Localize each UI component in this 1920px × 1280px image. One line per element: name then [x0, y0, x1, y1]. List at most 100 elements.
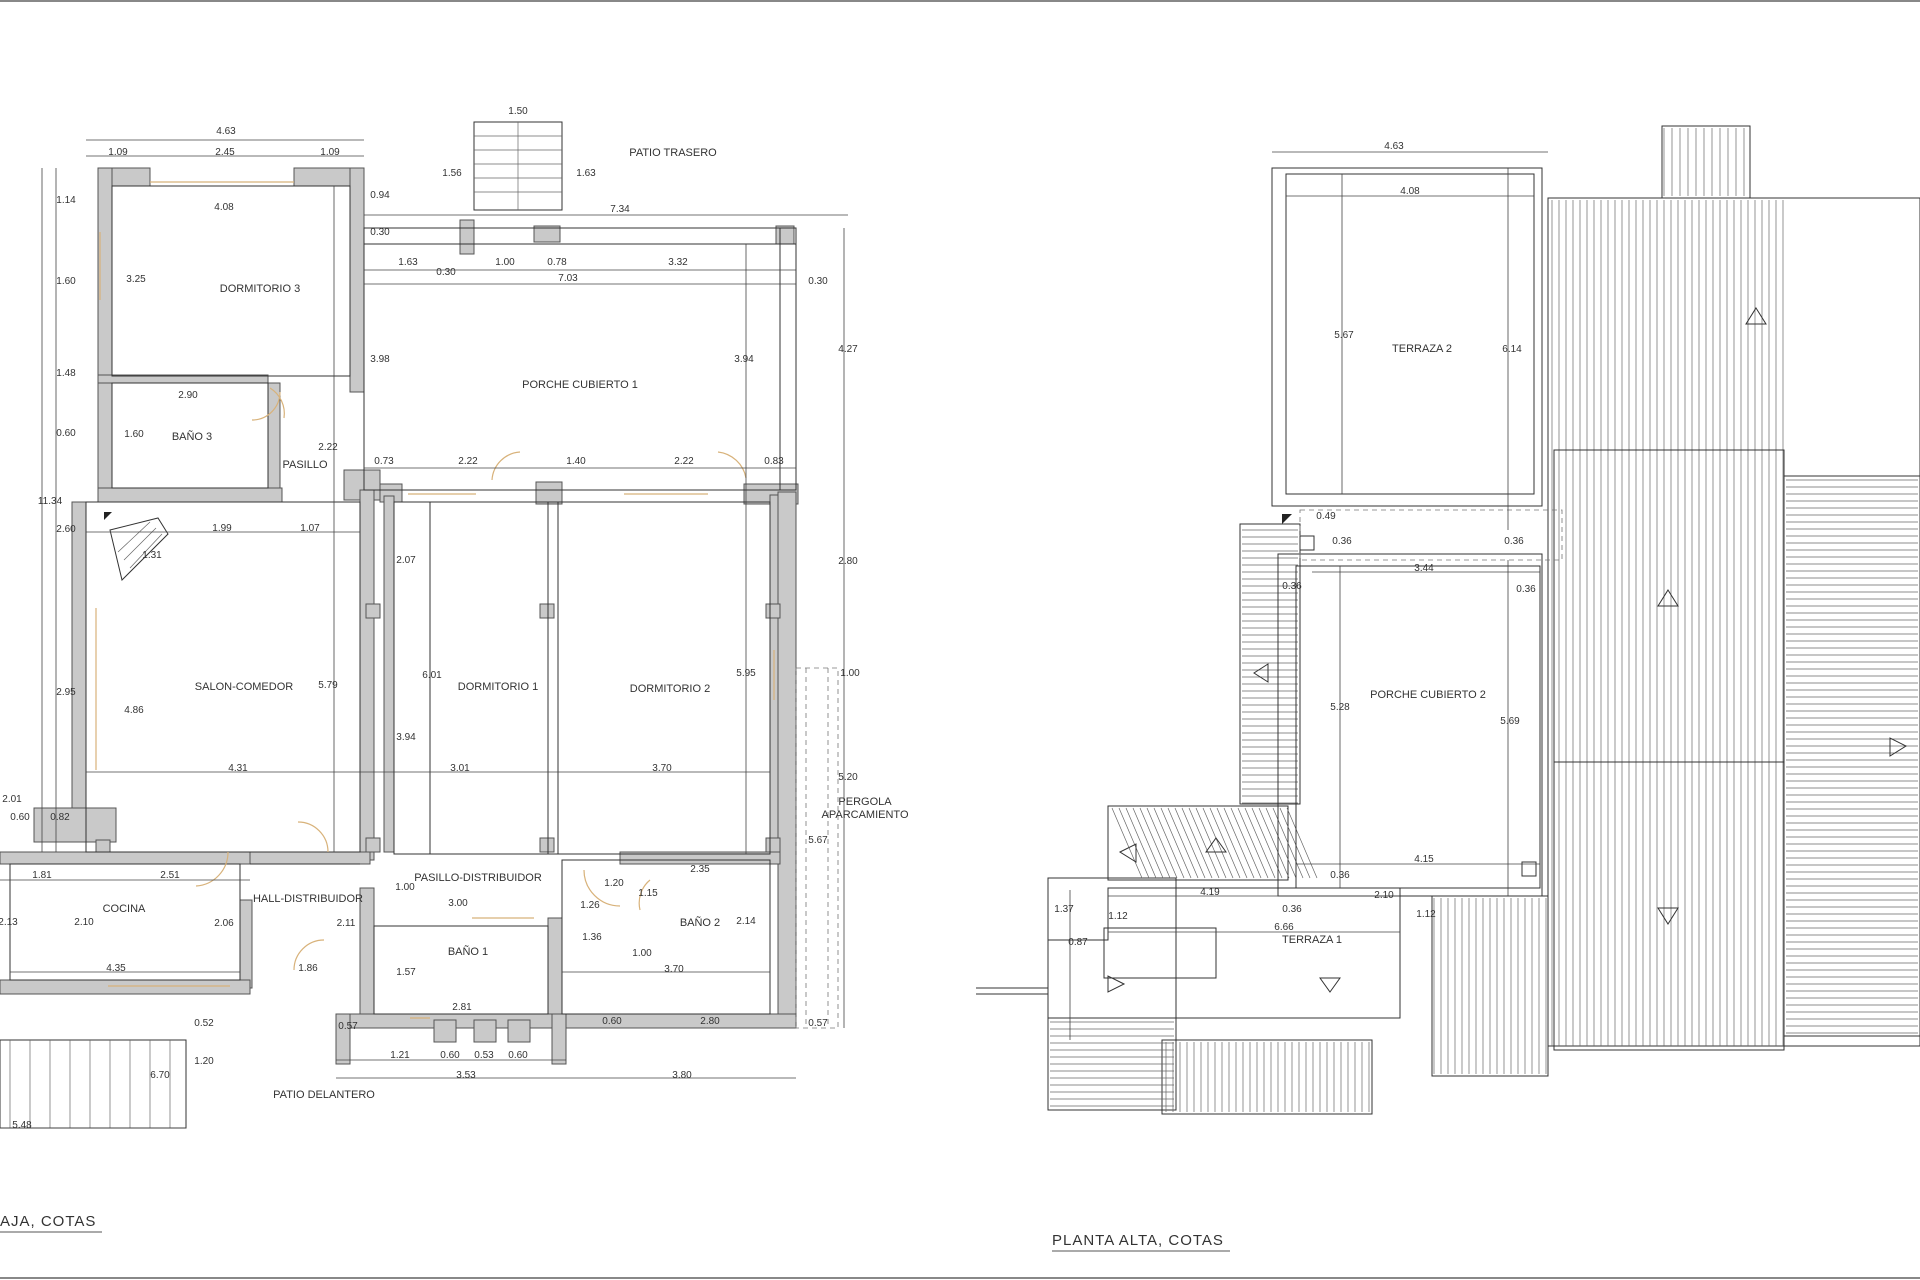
- room-label: DORMITORIO 1: [458, 681, 538, 693]
- dimension-label: 4.15: [1414, 854, 1434, 865]
- dimension-label: 6.70: [150, 1070, 170, 1081]
- dimension-label: 1.37: [1054, 904, 1074, 915]
- dimension-label: 1.15: [638, 888, 658, 899]
- dimension-label: 1.60: [56, 276, 76, 287]
- dimension-label: 0.57: [338, 1021, 358, 1032]
- upper-arrows: [1107, 307, 1908, 993]
- room-label: PATIO DELANTERO: [273, 1089, 375, 1101]
- dimension-label: 0.60: [508, 1050, 528, 1061]
- dimension-label: 4.63: [216, 126, 236, 137]
- dimension-label: 2.10: [1374, 890, 1394, 901]
- dimension-label: 0.60: [10, 812, 30, 823]
- dimension-label: 2.22: [674, 456, 694, 467]
- dimension-label: 1.99: [212, 523, 232, 534]
- dimension-label: 1.60: [124, 429, 144, 440]
- dimension-label: 2.45: [215, 147, 235, 158]
- dimension-label: 2.22: [318, 442, 338, 453]
- room-label: SALON-COMEDOR: [195, 681, 293, 693]
- dimension-label: 7.34: [610, 204, 630, 215]
- dimension-label: 4.08: [214, 202, 234, 213]
- room-label: TERRAZA 2: [1392, 343, 1452, 355]
- dimension-label: 5.67: [1334, 330, 1354, 341]
- dimension-label: 3.94: [734, 354, 754, 365]
- ground-thin-lines: [0, 121, 839, 1129]
- room-label: BAÑO 2: [680, 916, 720, 929]
- dimension-label: 3.70: [664, 964, 684, 975]
- dimension-label: 0.36: [1282, 581, 1302, 592]
- dimension-label: 0.30: [370, 227, 390, 238]
- dimension-label: 2.06: [214, 918, 234, 929]
- dimension-label: 2.01: [2, 794, 22, 805]
- dimension-label: 2.13: [0, 917, 18, 928]
- dimension-label: 1.81: [32, 870, 52, 881]
- dimension-label: 2.14: [736, 916, 756, 927]
- dimension-label: 1.12: [1416, 909, 1436, 920]
- dimension-label: 0.60: [602, 1016, 622, 1027]
- dimension-label: 0.60: [56, 428, 76, 439]
- dimension-label: 0.36: [1282, 904, 1302, 915]
- dimension-label: 1.56: [442, 168, 462, 179]
- dimension-label: 1.20: [194, 1056, 214, 1067]
- dimension-label: 1.40: [566, 456, 586, 467]
- dimension-label: 1.31: [142, 550, 162, 561]
- dimension-label: 1.00: [632, 948, 652, 959]
- dimension-label: 5.28: [1330, 702, 1350, 713]
- ground-dimension-lines: [0, 139, 848, 1129]
- dimension-label: 2.10: [74, 917, 94, 928]
- dimension-label: 1.00: [840, 668, 860, 679]
- dimension-label: 4.19: [1200, 887, 1220, 898]
- room-label: COCINA: [103, 903, 146, 915]
- dimension-label: 1.63: [576, 168, 596, 179]
- dimension-label: 1.48: [56, 368, 76, 379]
- room-label: PORCHE CUBIERTO 1: [522, 379, 638, 391]
- dimension-label: 0.57: [808, 1018, 828, 1029]
- dimension-label: 6.66: [1274, 922, 1294, 933]
- upper-terraces: [976, 167, 1563, 1019]
- dimension-label: 3.80: [672, 1070, 692, 1081]
- room-label: BAÑO 1: [448, 945, 488, 958]
- dimension-label: 4.86: [124, 705, 144, 716]
- room-label: DORMITORIO 2: [630, 683, 710, 695]
- dimension-label: 0.49: [1316, 511, 1336, 522]
- dimension-label: 5.95: [736, 668, 756, 679]
- dimension-label: 0.82: [50, 812, 70, 823]
- dimension-label: 2.90: [178, 390, 198, 401]
- dimension-label: 0.36: [1504, 536, 1524, 547]
- upper-dimension-lines: [1069, 151, 1548, 1040]
- dimension-label: 6.01: [422, 670, 442, 681]
- dimension-label: 3.01: [450, 763, 470, 774]
- dimension-label: 3.70: [652, 763, 672, 774]
- dimension-label: 1.36: [582, 932, 602, 943]
- dimension-label: 3.53: [456, 1070, 476, 1081]
- dimension-label: 0.30: [436, 267, 456, 278]
- dimension-label: 3.32: [668, 257, 688, 268]
- dimension-label: 0.36: [1330, 870, 1350, 881]
- dimension-label: 2.80: [700, 1016, 720, 1027]
- dimension-label: 4.35: [106, 963, 126, 974]
- dimension-label: 1.00: [495, 257, 515, 268]
- room-label: PASILLO-DISTRIBUIDOR: [414, 872, 542, 884]
- dimension-label: 0.52: [194, 1018, 214, 1029]
- dimension-label: 1.09: [108, 147, 128, 158]
- dimension-label: 1.86: [298, 963, 318, 974]
- dimension-label: 0.83: [764, 456, 784, 467]
- dimension-label: 4.27: [838, 344, 858, 355]
- dimension-label: 1.63: [398, 257, 418, 268]
- dimension-label: 11.34: [38, 496, 63, 507]
- dimension-label: 0.94: [370, 190, 390, 201]
- dimension-label: 5.48: [12, 1120, 32, 1131]
- dimension-label: 5.67: [808, 835, 828, 846]
- dimension-label: 1.57: [396, 967, 416, 978]
- room-label: PASILLO: [282, 459, 327, 471]
- dimension-label: 4.08: [1400, 186, 1420, 197]
- dimension-label: 1.12: [1108, 911, 1128, 922]
- upper-roof-hatch: [1047, 125, 1920, 1115]
- dimension-label: 0.30: [808, 276, 828, 287]
- dimension-label: 3.94: [396, 732, 416, 743]
